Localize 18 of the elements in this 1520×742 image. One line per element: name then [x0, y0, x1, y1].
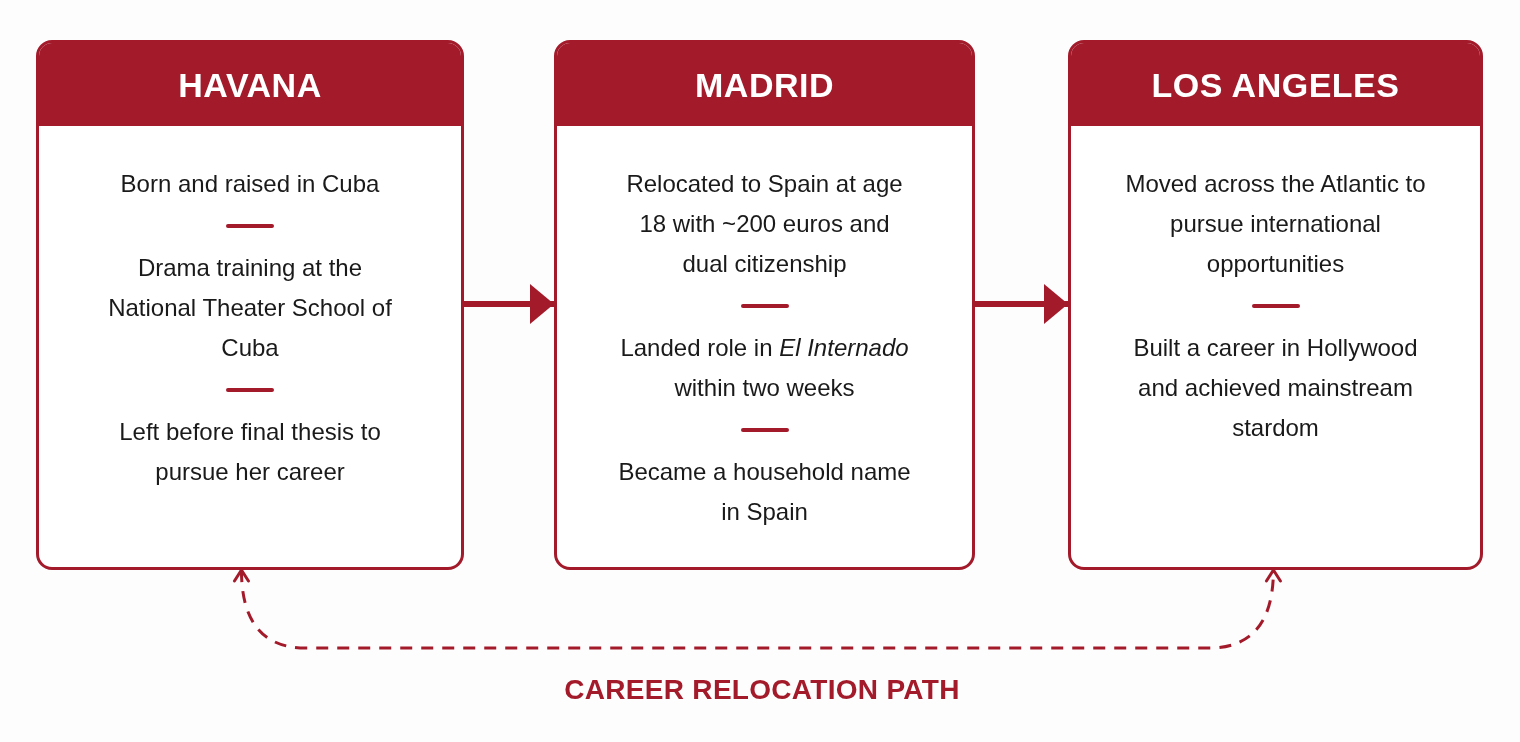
city-heading: MADRID [695, 67, 834, 102]
card-text: Moved across the Atlantic to pursue international opportunities [1124, 169, 1427, 279]
path-caption: CAREER RELOCATION PATH [564, 673, 960, 707]
location-card [1068, 40, 1483, 570]
card-text: Relocated to Spain at age 18 with ~200 euros and dual citizenship [625, 169, 904, 279]
location-card [36, 40, 464, 570]
city-heading: LOS ANGELES [1151, 67, 1400, 102]
card-text: Drama training at the National Theater School of Cuba [107, 253, 393, 363]
arrow [464, 284, 554, 324]
card-text: Born and raised in Cuba [120, 169, 380, 199]
card-text: Left before final thesis to pursue her career [118, 417, 382, 487]
arrow [975, 284, 1068, 324]
dashed-arrow [233, 568, 1282, 650]
card-text: Became a household name in Spain [617, 457, 912, 527]
city-heading: HAVANA [178, 67, 322, 102]
card-text: Landed role in El Internado within two weeks [619, 333, 910, 403]
location-card [554, 40, 975, 570]
card-text: Built a career in Hollywood and achieved mainstream stardom [1132, 333, 1419, 443]
